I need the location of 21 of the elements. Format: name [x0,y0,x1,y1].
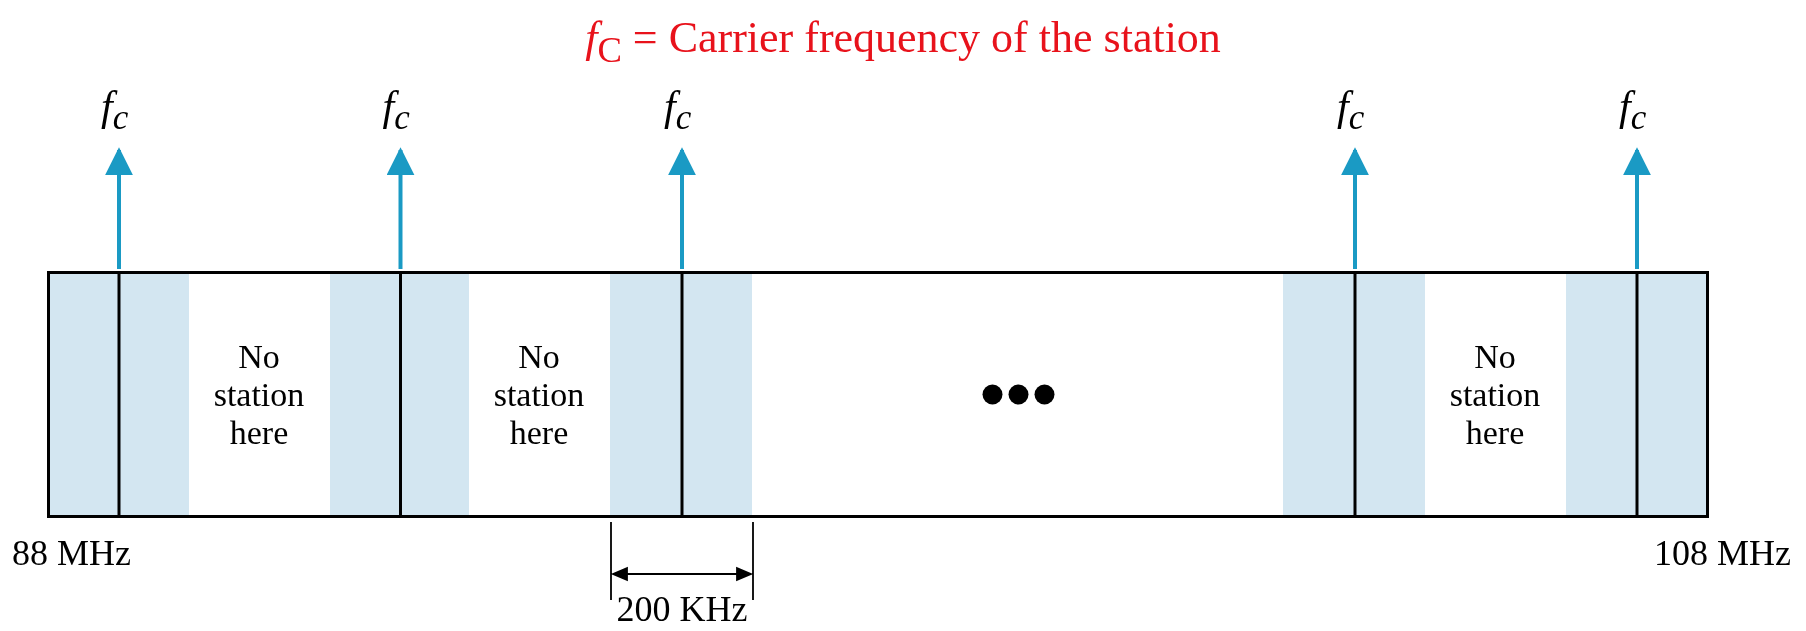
channel-band [1565,271,1709,518]
segment-label: No station here [492,337,586,452]
carrier-label: f$_{c}$ [1619,82,1647,139]
empty-channel-box [188,271,333,518]
empty-channel-box [1424,271,1569,518]
carrier-label: f$_{c}$ [382,82,410,139]
channel-band [609,271,755,518]
frequency-label: 88 MHz [12,532,131,574]
carrier-label: f$_{c}$ [101,82,129,139]
title: f$_{C}$ = Carrier frequency of the station [585,12,1221,71]
frequency-label: 108 MHz [1654,532,1791,574]
band-segment [751,271,1286,518]
segment-label: No station here [1448,337,1542,452]
channel-band [46,271,192,518]
frequency-label: 200 KHz [616,588,748,630]
segment-label: No station here [212,337,306,452]
carrier-label: f$_{c}$ [664,82,692,139]
carrier-label: f$_{c}$ [1337,82,1365,139]
channel-band [1282,271,1428,518]
channel-band [329,271,472,518]
empty-channel-box [468,271,613,518]
